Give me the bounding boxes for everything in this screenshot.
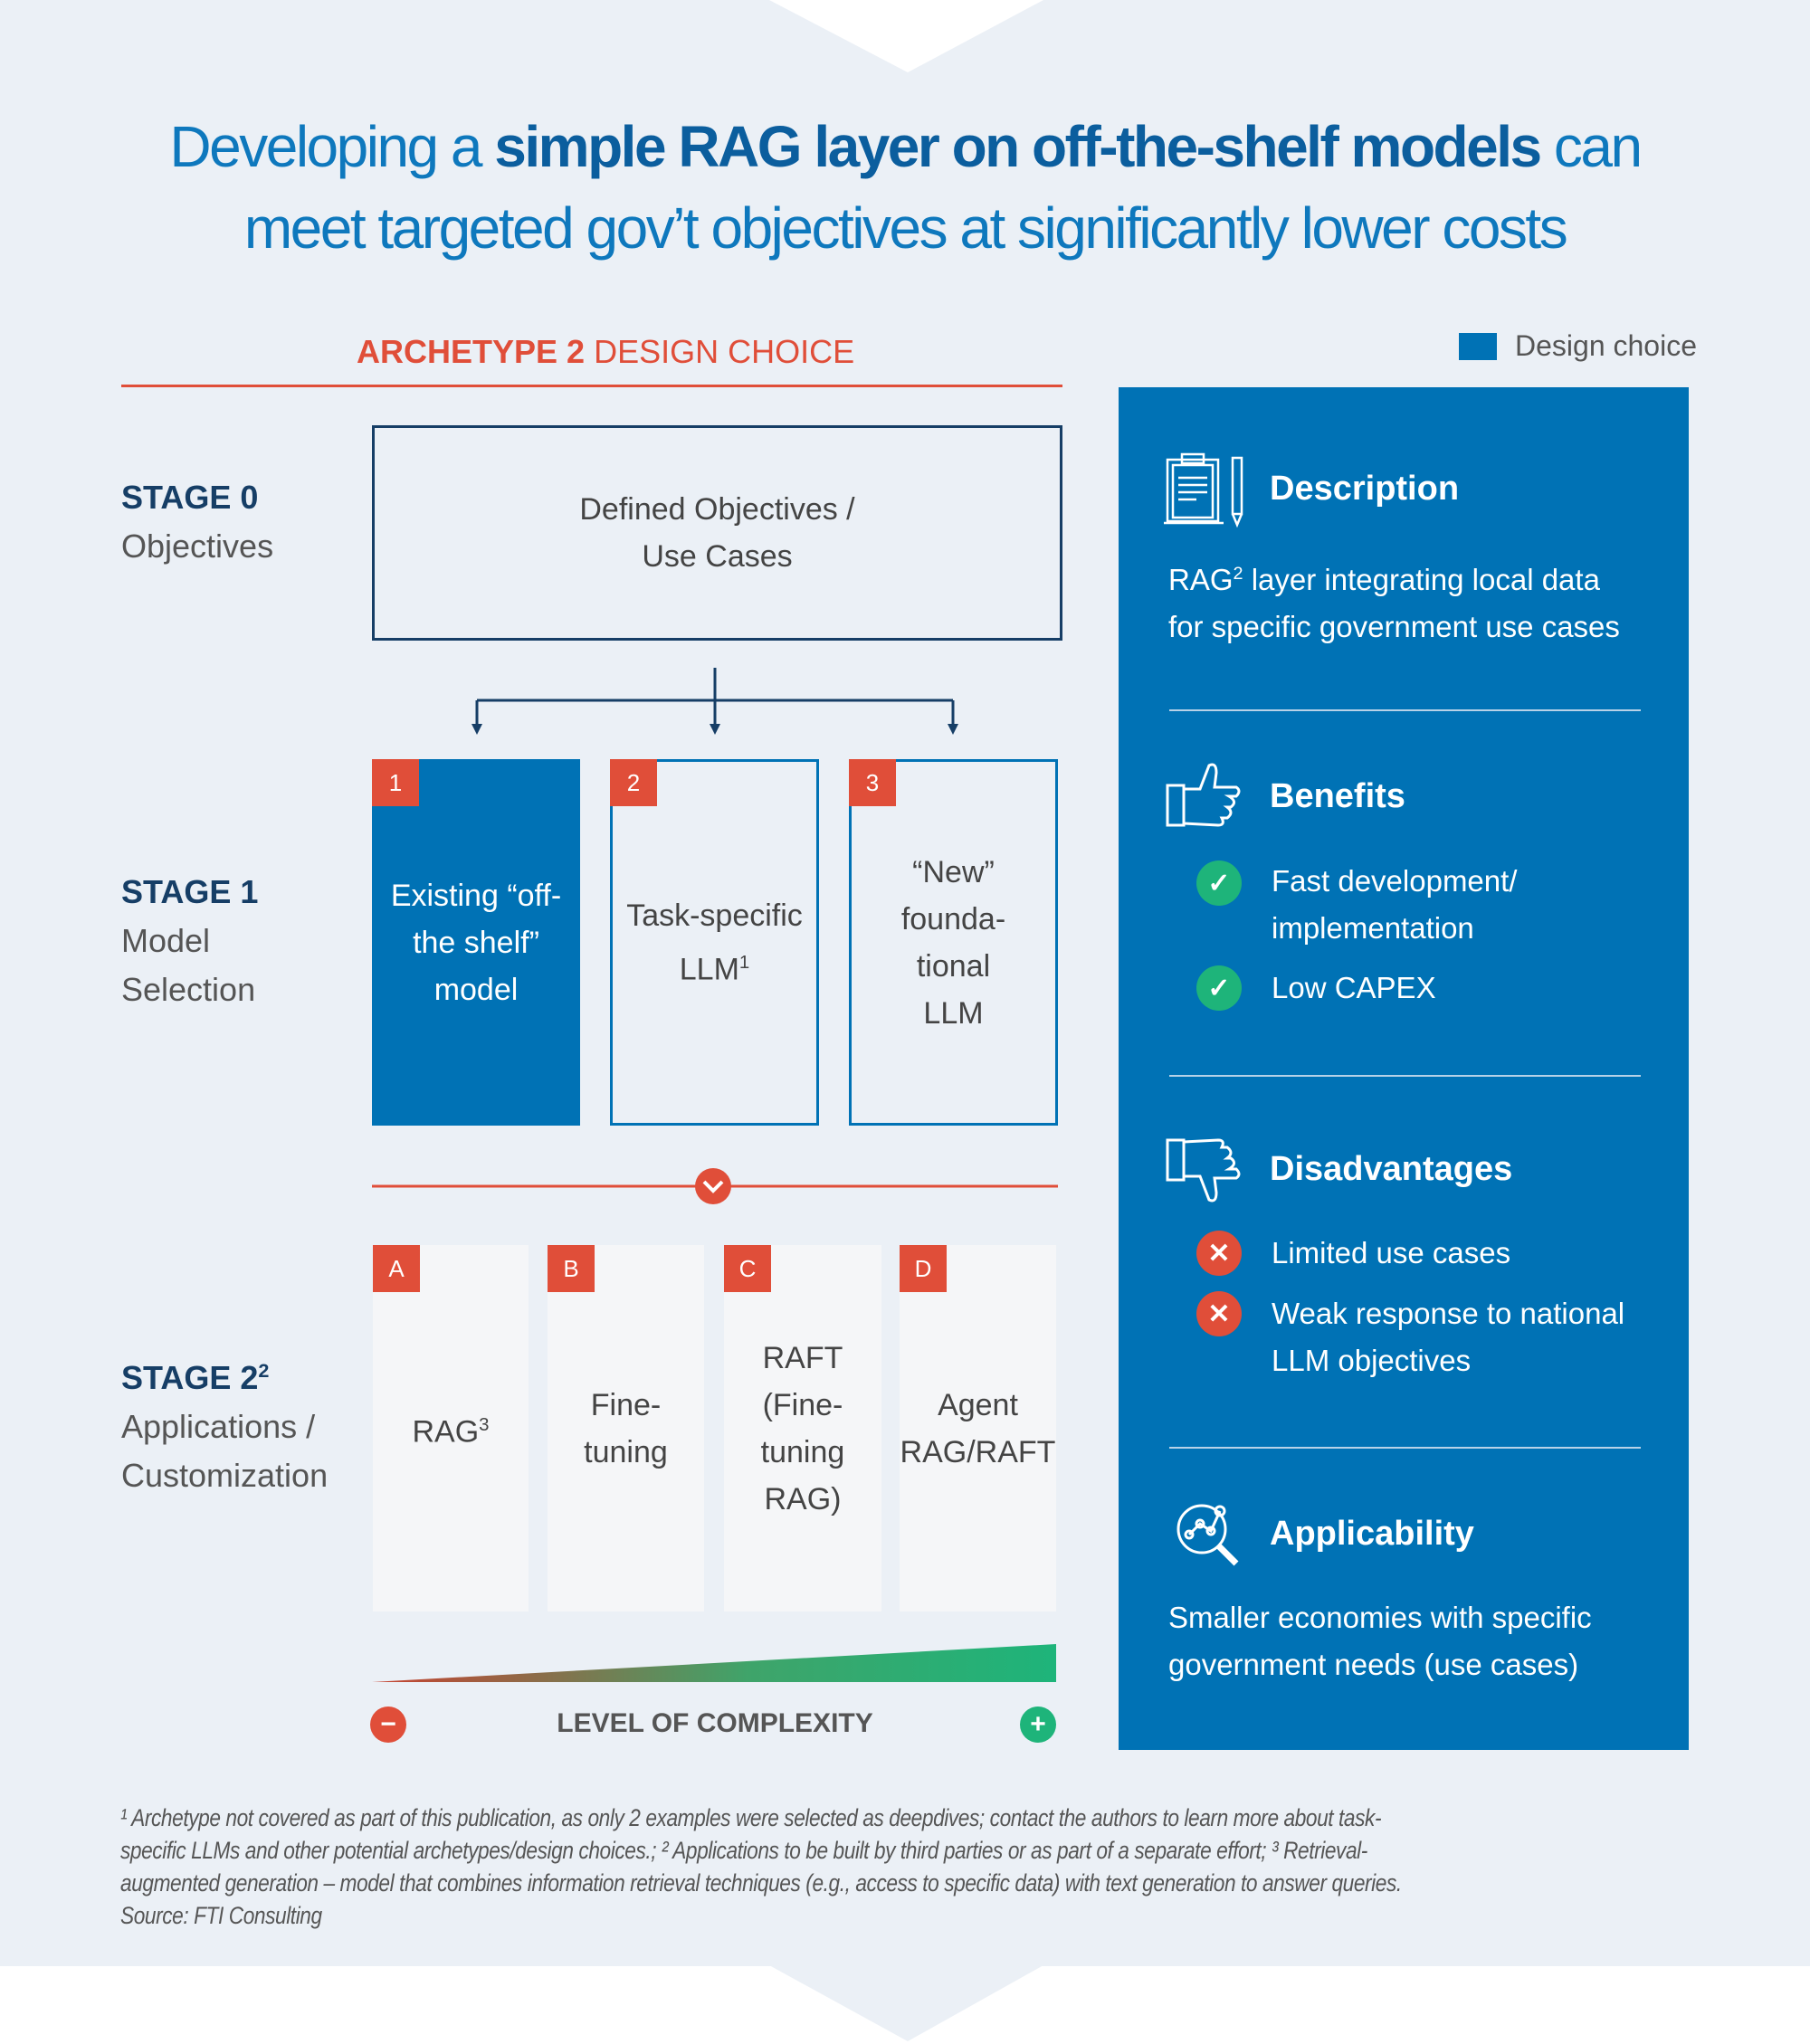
title-line-2: meet targeted gov’t objectives at signif…	[243, 195, 1568, 261]
stage-2-sub: Applications /	[121, 1408, 316, 1445]
card-line: founda-	[900, 901, 1006, 936]
thumbs-up-icon	[1166, 763, 1241, 827]
check-icon: ✓	[1196, 860, 1242, 906]
footnote-line: augmented generation – model that combin…	[120, 1869, 1402, 1897]
card-line: Task-specific	[626, 898, 803, 933]
objectives-box: Defined Objectives / Use Cases	[372, 425, 1062, 641]
section-heading: ARCHETYPE 2 DESIGN CHOICE	[357, 333, 855, 370]
footnote-line: ¹ Archetype not covered as part of this …	[120, 1804, 1382, 1831]
divider	[1169, 1075, 1641, 1077]
model-card-off-the-shelf[interactable]: Existing “off-the shelf” model	[372, 759, 580, 1126]
app-card-fine-tuning[interactable]: Fine-tuning	[548, 1245, 704, 1611]
card-line: Existing “off-	[390, 878, 562, 913]
app-letter-badge: A	[373, 1245, 420, 1292]
disadvantage-item: Limited use cases	[1272, 1236, 1511, 1269]
footnote-line: specific LLMs and other potential archet…	[120, 1837, 1367, 1864]
box-line: Use Cases	[642, 539, 793, 574]
card-line: tional	[916, 948, 991, 984]
complexity-wedge	[372, 1644, 1056, 1682]
plus-icon: +	[1020, 1707, 1056, 1743]
stage-0-sub: Objectives	[121, 528, 274, 565]
app-letter-badge: B	[548, 1245, 595, 1292]
title-line-1: Developing a simple RAG layer on off-the…	[169, 114, 1643, 179]
card-line: Agent	[938, 1387, 1018, 1422]
clipboard-pen-icon	[1164, 452, 1243, 528]
thumbs-down-icon	[1166, 1138, 1241, 1203]
stage-1-sub: Model	[121, 922, 211, 959]
card-line: RAG3	[412, 1414, 490, 1450]
legend-label: Design choice	[1515, 329, 1697, 362]
benefit-item: Fast development/implementation	[1272, 864, 1518, 945]
box-line: Defined Objectives /	[579, 492, 855, 527]
card-line: model	[433, 972, 519, 1007]
legend-swatch	[1459, 333, 1497, 360]
app-card-rag[interactable]: RAG3	[373, 1245, 529, 1611]
card-line: Fine-	[590, 1387, 662, 1422]
model-number-badge: 2	[610, 759, 657, 806]
card-line: “New”	[912, 854, 995, 889]
card-line: LLM	[923, 995, 984, 1031]
source-line: Source: FTI Consulting	[120, 1902, 322, 1929]
x-icon: ✕	[1196, 1231, 1242, 1276]
x-icon: ✕	[1196, 1291, 1242, 1336]
stage-1-sub: Selection	[121, 971, 256, 1008]
model-number-badge: 1	[372, 759, 419, 806]
divider	[1169, 709, 1641, 711]
top-notch	[769, 0, 1043, 72]
card-line: the shelf”	[413, 925, 539, 960]
card-line: LLM1	[679, 952, 750, 987]
stage-2-sub: Customization	[121, 1457, 329, 1494]
complexity-label: LEVEL OF COMPLEXITY	[557, 1708, 873, 1738]
disadvantages-heading: Disadvantages	[1270, 1150, 1513, 1188]
card-line: tuning	[584, 1434, 668, 1469]
magnifier-chart-icon	[1176, 1504, 1239, 1566]
check-icon: ✓	[1196, 965, 1242, 1011]
card-line: RAG)	[764, 1481, 842, 1516]
card-line: (Fine-	[762, 1387, 843, 1422]
benefits-heading: Benefits	[1270, 777, 1405, 815]
applicability-heading: Applicability	[1270, 1515, 1474, 1553]
app-letter-badge: C	[724, 1245, 771, 1292]
card-line: RAG/RAFT	[900, 1434, 1056, 1469]
card-line: tuning	[760, 1434, 845, 1469]
app-letter-badge: D	[900, 1245, 947, 1292]
minus-icon: −	[370, 1707, 406, 1743]
card-line: RAFT	[762, 1340, 843, 1375]
description-heading: Description	[1270, 470, 1460, 508]
bottom-notch	[769, 1965, 1043, 2041]
benefit-item: Low CAPEX	[1272, 971, 1436, 1004]
chevron-down-icon	[695, 1168, 731, 1204]
divider	[1169, 1447, 1641, 1449]
section-underline	[121, 385, 1062, 387]
model-number-badge: 3	[849, 759, 896, 806]
